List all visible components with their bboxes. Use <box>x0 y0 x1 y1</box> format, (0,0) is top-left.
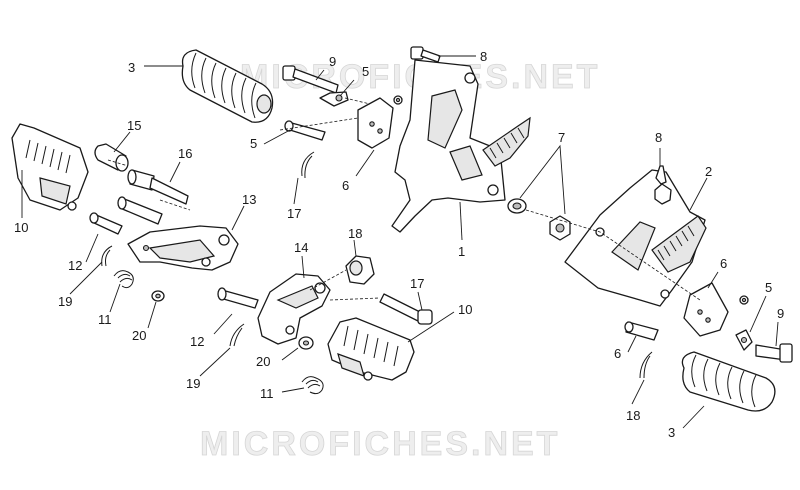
callout-18: 18 <box>348 226 362 241</box>
callout-9-top-left: 9 <box>329 54 336 69</box>
footpeg-hanger-13 <box>127 225 239 271</box>
bracket-plate-6-right <box>683 282 749 337</box>
pin-12-center <box>217 287 259 309</box>
footpeg-rubber-top-left <box>181 49 274 123</box>
pin-12-left <box>89 212 123 235</box>
cotter-pin-19-left <box>101 245 113 267</box>
assembly-line <box>309 269 347 291</box>
callout-5-left: 5 <box>250 136 257 151</box>
bolt-8-right <box>654 165 672 205</box>
callout-3-bottom-right: 3 <box>668 425 675 440</box>
callout-10-left: 10 <box>14 220 28 235</box>
assembly-line <box>344 97 371 105</box>
footpeg-10-center <box>327 317 415 381</box>
callout-7: 7 <box>558 130 565 145</box>
callout-4-top-left: 5 <box>362 64 369 79</box>
callout-20-center: 20 <box>256 354 270 369</box>
shoulder-bolt-left <box>117 196 163 225</box>
callout-16: 16 <box>178 146 192 161</box>
bolt-17 <box>379 293 433 325</box>
footpeg-hanger-14 <box>257 273 331 345</box>
bolt-9-top-left <box>282 65 339 94</box>
callout-10-center: 10 <box>458 302 472 317</box>
callout-4-right: 5 <box>765 280 772 295</box>
footrest-bracket-2 <box>564 169 707 307</box>
washer-20-left <box>151 290 165 302</box>
spring-11-left <box>113 270 134 289</box>
pin-5-right <box>624 321 659 341</box>
leader-lines <box>21 55 779 429</box>
nut-7-middle <box>507 198 527 214</box>
bracket-plate-6-left <box>357 95 403 149</box>
rubber-cap-15 <box>94 143 129 172</box>
callout-17: 17 <box>410 276 424 291</box>
bolt-16 <box>127 169 189 205</box>
footrest-bracket-1 <box>391 59 531 233</box>
callout-8-top: 8 <box>480 49 487 64</box>
cotter-pin-19-center <box>229 323 245 347</box>
callout-11-center: 11 <box>260 386 274 401</box>
assembly-line <box>279 117 359 131</box>
assembly-line <box>525 209 701 301</box>
pin-5-top-left <box>284 120 326 141</box>
callout-5-right: 6 <box>614 346 621 361</box>
spring-11-center <box>301 376 324 395</box>
watermark-bottom: MICROFICHES.NET <box>200 425 560 463</box>
callout-11-left: 11 <box>98 312 112 327</box>
callout-14: 14 <box>294 240 308 255</box>
callout-19-center: 19 <box>186 376 200 391</box>
cotter-pin-19-right <box>639 351 653 379</box>
callout-19-top: 17 <box>287 206 301 221</box>
callout-6-right: 6 <box>720 256 727 271</box>
callout-2: 2 <box>705 164 712 179</box>
cotter-pin-19-top <box>301 151 315 179</box>
bolt-8-top <box>410 46 441 63</box>
washer-4-right <box>735 329 753 351</box>
callout-19-right: 18 <box>626 408 640 423</box>
callout-15: 15 <box>127 118 141 133</box>
callout-19-left: 19 <box>58 294 72 309</box>
assembly-line <box>329 297 381 301</box>
footpeg-10-left <box>11 123 89 211</box>
footpeg-rubber-bottom-right <box>681 351 776 412</box>
callout-labels: 3 9 5 8 5 6 17 1 7 8 2 6 5 9 6 18 3 10 1… <box>14 49 784 440</box>
callout-1: 1 <box>458 244 465 259</box>
assembly-line <box>107 159 191 211</box>
callout-12-left: 12 <box>68 258 82 273</box>
callout-13: 13 <box>242 192 256 207</box>
callout-8-right: 8 <box>655 130 662 145</box>
callout-12-center: 12 <box>190 334 204 349</box>
callout-9-right: 9 <box>777 306 784 321</box>
callout-20-left: 20 <box>132 328 146 343</box>
spacer-18 <box>345 255 375 285</box>
nut-7-right <box>549 215 571 241</box>
callout-6-left: 6 <box>342 178 349 193</box>
callout-3-top-left: 3 <box>128 60 135 75</box>
washer-20-center <box>298 336 314 350</box>
bolt-9-right <box>755 343 793 363</box>
